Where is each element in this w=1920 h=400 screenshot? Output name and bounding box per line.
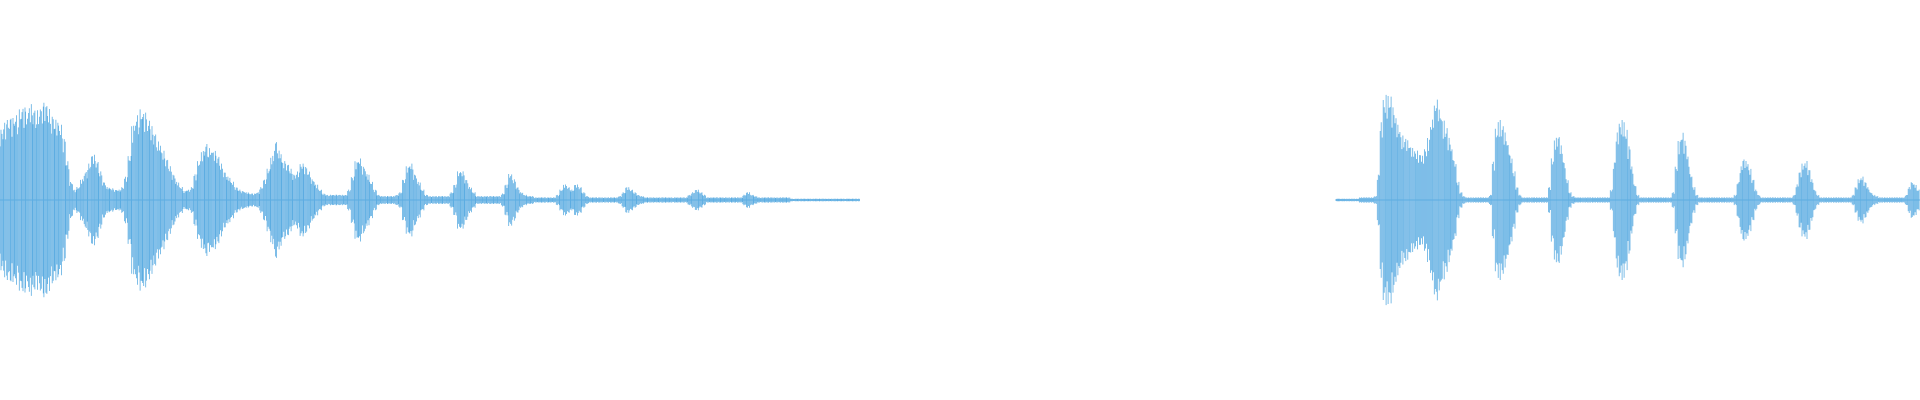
- waveform-bars-group: [0, 94, 1920, 306]
